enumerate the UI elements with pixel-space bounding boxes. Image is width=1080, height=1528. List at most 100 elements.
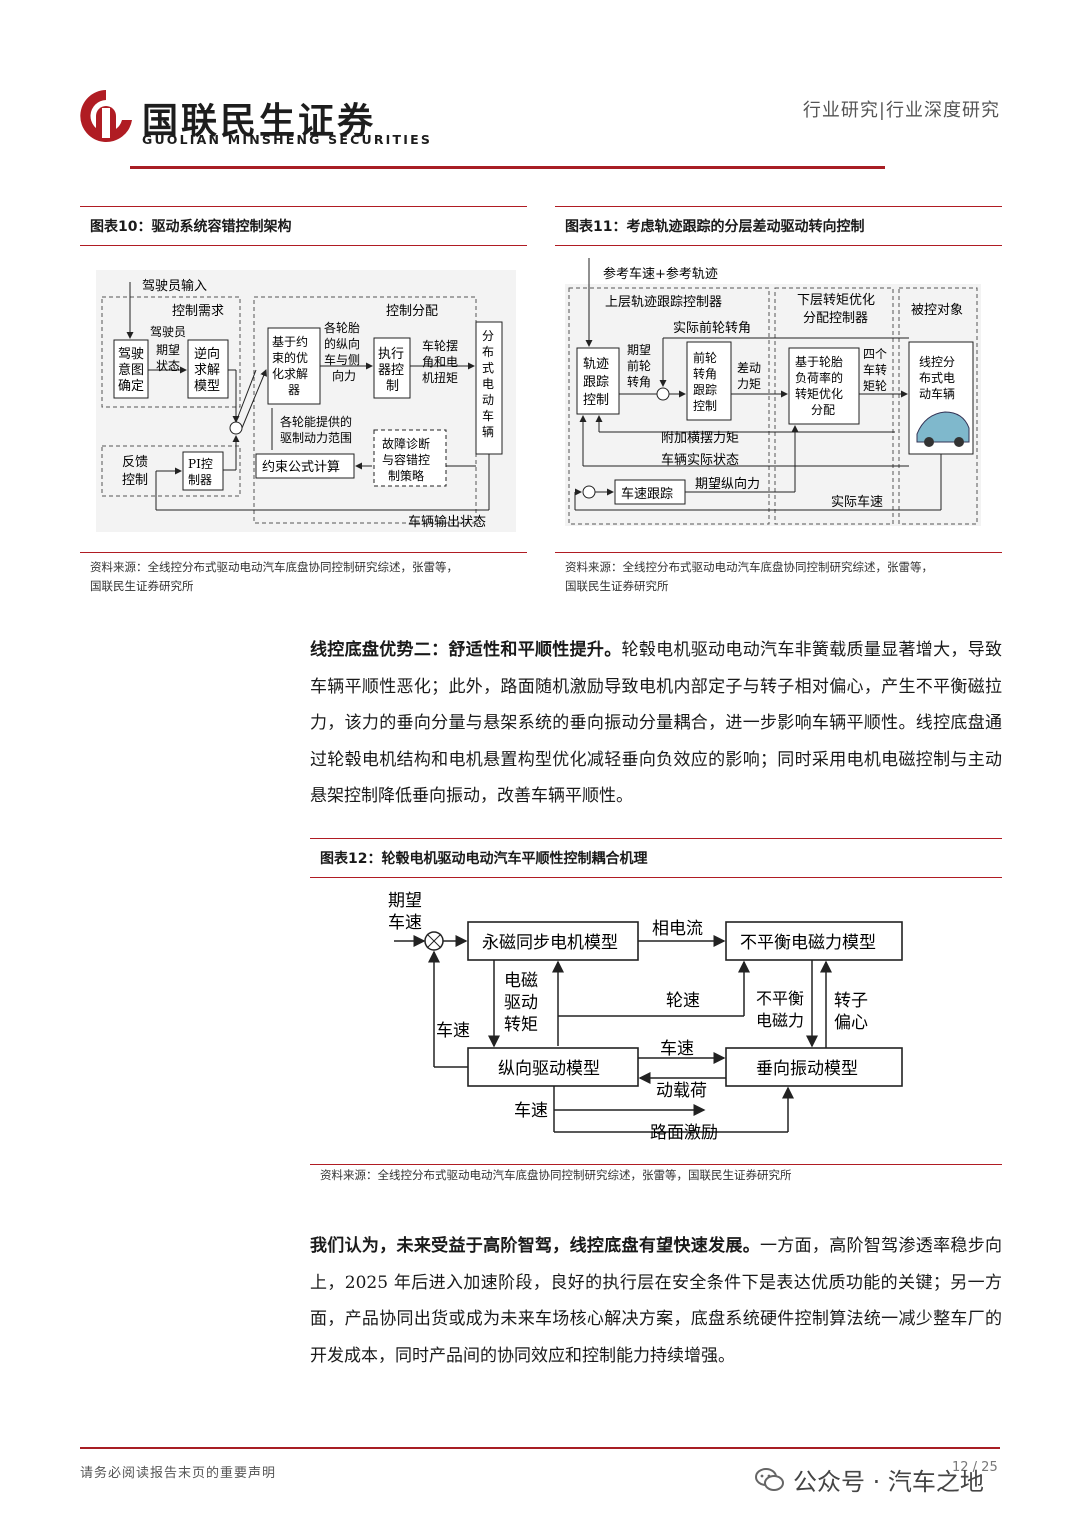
svg-text:状态: 状态 — [156, 359, 180, 373]
svg-text:与容错控: 与容错控 — [382, 452, 430, 467]
figure-12-source: 资料来源：全线控分布式驱动电动汽车底盘协同控制研究综述，张雷等，国联民生证券研究… — [320, 1166, 1002, 1185]
svg-text:差动: 差动 — [737, 361, 761, 375]
svg-text:参考车速+参考轨迹: 参考车速+参考轨迹 — [603, 266, 718, 282]
svg-text:转矩优化: 转矩优化 — [795, 386, 843, 401]
svg-text:垂向振动模型: 垂向振动模型 — [756, 1059, 858, 1079]
svg-text:约束公式计算: 约束公式计算 — [262, 460, 340, 475]
svg-text:期望纵向力: 期望纵向力 — [695, 476, 760, 492]
figure-11-title: 图表11：考虑轨迹跟踪的分层差动驱动转向控制 — [555, 206, 1002, 246]
svg-text:轮速: 轮速 — [666, 991, 700, 1011]
svg-text:制策略: 制策略 — [388, 468, 424, 483]
svg-text:上层轨迹跟踪控制器: 上层轨迹跟踪控制器 — [605, 295, 722, 310]
svg-text:故障诊断: 故障诊断 — [382, 436, 430, 451]
svg-text:执行: 执行 — [378, 347, 404, 362]
svg-text:偏心: 偏心 — [834, 1013, 868, 1033]
paragraph-outlook-lead: 我们认为，未来受益于高阶智驾，线控底盘有望快速发展。 — [310, 1236, 760, 1256]
svg-text:模型: 模型 — [194, 379, 220, 394]
paragraph-comfort: 线控底盘优势二：舒适性和平顺性提升。轮毂电机驱动电动汽车非簧载质量显著增大，导致… — [310, 632, 1002, 815]
svg-text:下层转矩优化: 下层转矩优化 — [797, 293, 875, 308]
figure-12-diagram: 期望 车速 永磁同步电机模型 相电流 不平衡电磁力模型 电磁 驱动 转矩 轮速 … — [384, 886, 910, 1148]
svg-text:PI控: PI控 — [188, 457, 213, 471]
svg-text:车速: 车速 — [514, 1101, 548, 1121]
figure-12-bottom-rule — [310, 1164, 1002, 1165]
svg-text:四个: 四个 — [863, 347, 887, 361]
svg-text:路面激励: 路面激励 — [650, 1123, 718, 1143]
svg-text:动车辆: 动车辆 — [919, 386, 955, 401]
svg-text:车速跟踪: 车速跟踪 — [621, 486, 673, 502]
figure-11-source: 资料来源：全线控分布式驱动电动汽车底盘协同控制研究综述，张雷等， 国联民生证券研… — [565, 558, 1002, 596]
svg-text:转矩: 转矩 — [504, 1015, 538, 1035]
svg-text:车速: 车速 — [436, 1021, 470, 1041]
svg-text:转角: 转角 — [627, 374, 651, 389]
svg-text:机扭矩: 机扭矩 — [422, 371, 458, 385]
svg-text:期望: 期望 — [156, 343, 180, 357]
figure-12-title: 图表12：轮毂电机驱动电动汽车平顺性控制耦合机理 — [310, 838, 1002, 878]
svg-text:驱制动力范围: 驱制动力范围 — [280, 431, 352, 445]
svg-text:求解: 求解 — [194, 363, 220, 378]
svg-text:制器: 制器 — [188, 473, 212, 487]
svg-text:车速: 车速 — [660, 1039, 694, 1059]
svg-text:期望: 期望 — [627, 343, 651, 357]
svg-text:布: 布 — [482, 345, 494, 359]
fig10-driver-input: 驾驶员输入 — [142, 278, 207, 294]
svg-text:电: 电 — [482, 377, 494, 391]
svg-text:化求解: 化求解 — [272, 367, 308, 381]
svg-text:被控对象: 被控对象 — [911, 303, 963, 318]
svg-text:车与侧: 车与侧 — [324, 352, 360, 367]
svg-text:动载荷: 动载荷 — [656, 1081, 707, 1101]
svg-text:电磁: 电磁 — [504, 971, 538, 991]
svg-text:布式电: 布式电 — [919, 371, 955, 385]
svg-text:相电流: 相电流 — [652, 919, 703, 939]
svg-text:永磁同步电机模型: 永磁同步电机模型 — [482, 933, 618, 953]
svg-text:驱动: 驱动 — [504, 993, 538, 1013]
svg-text:各轮能提供的: 各轮能提供的 — [280, 414, 352, 429]
svg-text:分: 分 — [482, 329, 494, 343]
wechat-watermark: 公众号 · 汽车之地 — [755, 1462, 984, 1497]
svg-text:纵向驱动模型: 纵向驱动模型 — [498, 1059, 600, 1079]
svg-text:角和电: 角和电 — [422, 355, 458, 369]
svg-text:基于约: 基于约 — [272, 334, 308, 349]
svg-text:车转: 车转 — [863, 362, 887, 377]
paragraph-comfort-body: 轮毂电机驱动电动汽车非簧载质量显著增大，导致车辆平顺性恶化；此外，路面随机激励导… — [310, 640, 1002, 806]
svg-text:跟踪: 跟踪 — [583, 375, 609, 390]
svg-text:转子: 转子 — [834, 991, 868, 1011]
svg-text:分配: 分配 — [811, 403, 835, 417]
svg-text:实际前轮转角: 实际前轮转角 — [673, 320, 751, 336]
svg-text:各轮胎: 各轮胎 — [324, 320, 360, 335]
svg-text:不平衡电磁力模型: 不平衡电磁力模型 — [740, 933, 876, 953]
svg-text:期望: 期望 — [388, 891, 422, 911]
wechat-icon — [755, 1467, 785, 1493]
svg-text:意图: 意图 — [118, 362, 144, 378]
svg-text:确定: 确定 — [118, 379, 144, 394]
svg-text:控制: 控制 — [122, 473, 148, 488]
svg-text:驾驶员: 驾驶员 — [150, 324, 186, 339]
svg-text:不平衡: 不平衡 — [756, 989, 804, 1008]
svg-text:线控分: 线控分 — [919, 355, 955, 369]
svg-text:控制需求: 控制需求 — [172, 304, 224, 319]
svg-text:矩轮: 矩轮 — [863, 379, 887, 393]
svg-text:的纵向: 的纵向 — [324, 336, 360, 351]
figure-11-diagram: 参考车速+参考轨迹 上层轨迹跟踪控制器 下层转矩优化 分配控制器 被控对象 实际… — [565, 258, 981, 528]
figure-10-bottom-rule — [80, 552, 527, 553]
svg-text:跟踪: 跟踪 — [693, 383, 717, 397]
svg-text:束的优: 束的优 — [272, 350, 308, 365]
svg-text:前轮: 前轮 — [693, 350, 717, 365]
svg-text:车轮摆: 车轮摆 — [422, 338, 458, 353]
svg-text:前轮: 前轮 — [627, 358, 651, 373]
svg-text:分配控制器: 分配控制器 — [803, 311, 868, 326]
figure-10-diagram: 驾驶员输入 控制需求 驾驶 意图 确定 驾驶员 期望 状态 逆向 求解 模型 控… — [96, 270, 516, 532]
svg-text:逆向: 逆向 — [194, 346, 220, 362]
svg-text:基于轮胎: 基于轮胎 — [795, 355, 843, 369]
company-logo — [78, 86, 134, 146]
paragraph-outlook: 我们认为，未来受益于高阶智驾，线控底盘有望快速发展。一方面，高阶智驾渗透率稳步向… — [310, 1228, 1002, 1374]
svg-text:车辆输出状态: 车辆输出状态 — [408, 514, 486, 530]
svg-text:制: 制 — [386, 379, 399, 394]
svg-text:控制: 控制 — [693, 399, 717, 413]
svg-text:车: 车 — [482, 408, 494, 423]
footer-divider — [80, 1447, 1000, 1449]
svg-text:车速: 车速 — [388, 913, 422, 933]
figure-10-source: 资料来源：全线控分布式驱动电动汽车底盘协同控制研究综述，张雷等， 国联民生证券研… — [90, 558, 527, 596]
svg-text:负荷率的: 负荷率的 — [795, 370, 843, 385]
svg-text:控制分配: 控制分配 — [386, 304, 438, 319]
watermark-text: 公众号 · 汽车之地 — [793, 1462, 984, 1497]
